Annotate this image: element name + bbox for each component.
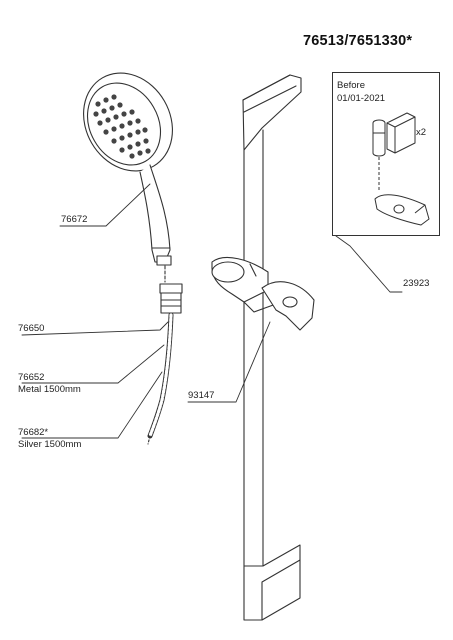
label-hose-metal-desc: Metal 1500mm — [18, 384, 81, 395]
inset-detail-box: Before 01/01-2021 x2 — [332, 72, 440, 236]
shower-hose — [147, 312, 174, 445]
leader-lines — [21, 183, 403, 439]
model-number-title: 76513/7651330* — [303, 33, 413, 49]
inset-line-2: 01/01-2021 — [337, 93, 386, 104]
label-inset-part: 23923 — [403, 278, 430, 289]
label-hose-silver-code: 76682* — [18, 427, 49, 438]
label-handshower: 76672 — [61, 214, 88, 225]
hose-nut — [159, 283, 183, 314]
hand-shower — [83, 72, 173, 266]
inset-line-1: Before — [337, 80, 365, 91]
nozzle-dots — [93, 94, 151, 159]
quantity-label: x2 — [416, 127, 427, 138]
label-hose-silver-desc: Silver 1500mm — [18, 439, 82, 450]
slide-rail — [242, 74, 302, 621]
inset-parts-drawing — [372, 112, 430, 226]
slider-holder — [211, 256, 315, 331]
inset-note: Before 01/01-2021 — [337, 79, 385, 105]
label-hose-nut: 76650 — [18, 323, 45, 334]
label-slider: 93147 — [188, 390, 215, 401]
label-hose-metal-code: 76652 — [18, 372, 45, 383]
